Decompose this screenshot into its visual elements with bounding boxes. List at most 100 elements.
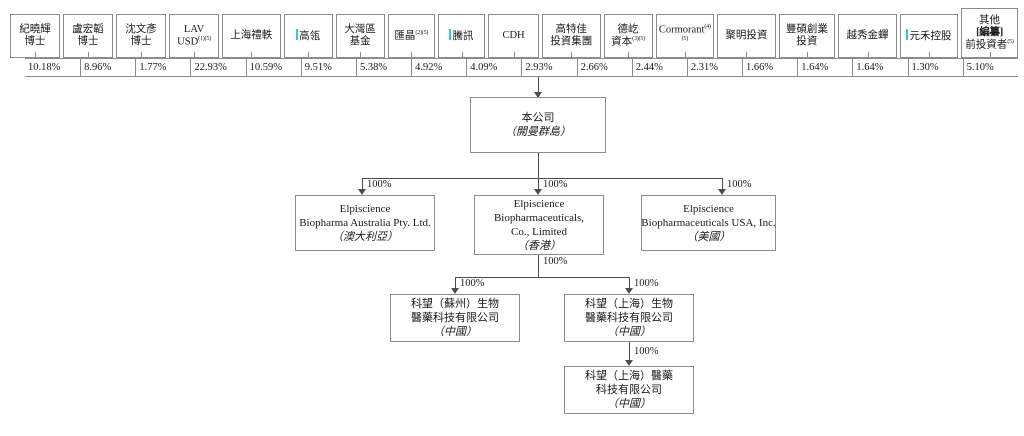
text-cursor-marker-icon [296,29,299,41]
ownership-label-tier2-2: 100% [727,179,752,190]
shareholder-label-0: 紀曉輝博士 [19,24,51,47]
entity-suzhou-bio: 科望（蘇州）生物 醫藥科技有限公司 （中國） [390,294,520,342]
arrow-tier2-mid [534,189,542,195]
shareholder-label-17: 其他[編纂]前投資者(5) [965,15,1014,51]
footnote-ref-17: (5) [1007,38,1014,45]
hongkong-jurisdiction: （香港） [517,240,561,253]
shareholder-percent-4: 10.59% [245,59,301,76]
arrow-to-company [534,92,542,98]
ownership-label-tier2-0: 100% [367,179,392,190]
shareholder-box-6: 大灣區基金 [335,14,385,58]
shareholder-label-12: Cormorant(4)(5) [658,23,711,42]
shareholder-stub-2 [141,52,143,58]
shareholder-box-5: 高瓴 [283,14,333,58]
company-name: 本公司 [521,111,555,124]
shanghai-bio-line-0: 科望（上海）生物 [585,297,673,310]
shareholder-label-5: 高瓴 [296,29,320,43]
shareholder-stub-16 [929,52,931,58]
shareholder-percent-15: 1.64% [852,59,907,76]
shareholder-box-4: 上海禮軼 [222,14,281,58]
shareholder-stub-8 [461,52,463,58]
shareholder-label-6: 大灣區基金 [344,24,376,47]
text-cursor-marker-icon [906,29,909,41]
shareholder-percent-9: 2.93% [521,59,576,76]
connector-hk-down [538,255,539,277]
australia-line-1: Biopharma Australia Pty. Ltd. [299,216,431,229]
shareholder-stub-15 [867,52,869,58]
usa-line-1: Biopharmaceuticals USA, Inc. [641,216,776,229]
shareholder-stub-13 [746,52,748,58]
shareholder-label-13: 聚明投資 [725,30,768,42]
shareholder-box-17: 其他[編纂]前投資者(5) [961,8,1018,58]
shareholder-stub-6 [360,52,362,58]
shareholder-percent-10: 2.66% [576,59,632,76]
hongkong-line-1: Biopharmaceuticals, [493,211,585,224]
ownership-label-tier2-1: 100% [543,179,568,190]
shareholder-percent-8: 4.09% [466,59,521,76]
shanghai-bio-line-1: 醫藥科技有限公司 [585,311,673,324]
shareholder-label-10: 高特佳投資集團 [550,24,593,47]
usa-jurisdiction: （美國） [686,231,731,244]
shareholder-box-16: 元禾控股 [899,14,959,58]
shareholder-box-13: 聚明投資 [717,14,776,58]
suzhou-jurisdiction: （中國） [433,326,477,339]
entity-hongkong: Elpiscience Biopharmaceuticals, Co., Lim… [474,195,604,255]
shareholder-label-11: 德屹資本(3)(5) [611,24,645,48]
shareholder-stub-10 [571,52,573,58]
shareholder-box-8: 騰訊 [437,14,486,58]
connector-tier2-bus [362,178,722,179]
shareholder-percent-7: 4.92% [411,59,466,76]
shareholder-stub-4 [251,52,253,58]
shareholder-box-1: 盧宏韜博士 [63,14,114,58]
shanghai-pharma-line-0: 科望（上海）醫藥 [585,369,673,382]
ownership-label-tier3-1: 100% [634,278,659,289]
entity-shanghai-bio: 科望（上海）生物 醫藥科技有限公司 （中國） [564,294,694,342]
shareholder-stub-0 [35,52,36,58]
connector-bar-to-company [538,77,539,97]
company-jurisdiction: （開曼群島） [505,126,571,138]
shareholder-label-14: 豐碩創業投資 [785,24,828,47]
ownership-label-tier4-0: 100% [634,346,659,357]
shareholder-percent-5: 9.51% [300,59,356,76]
australia-line-0: Elpiscience [339,202,391,215]
shareholder-label-8: 騰訊 [449,29,473,43]
shareholder-box-11: 德屹資本(3)(5) [603,14,653,58]
entity-company: 本公司 （開曼群島） [470,97,606,153]
footnote-ref-12: (4)(5) [681,23,711,42]
shareholder-stub-14 [807,52,809,58]
shareholder-stub-9 [513,52,515,58]
suzhou-line-1: 醫藥科技有限公司 [411,311,499,324]
shanghai-pharma-jurisdiction: （中國） [607,398,651,411]
shareholder-percent-0: 10.18% [28,62,61,73]
shareholder-percent-16: 1.30% [907,59,963,76]
entity-usa: Elpiscience Biopharmaceuticals USA, Inc.… [641,195,776,251]
connector-tier2-left-drop [362,178,363,192]
shareholder-percent-1: 8.96% [80,59,135,76]
shareholder-stub-11 [628,52,630,58]
usa-line-0: Elpiscience [683,202,734,215]
shareholder-percent-3: 22.93% [190,59,245,76]
connector-tier2-right-drop [722,178,723,192]
shareholder-percent-13: 1.66% [742,59,797,76]
shareholder-stub-7 [411,52,413,58]
suzhou-line-0: 科望（蘇州）生物 [411,297,499,310]
connector-tier2-mid-drop [538,178,539,192]
hongkong-line-2: Co., Limited [511,226,567,238]
footnote-ref-11: (3)(5) [632,35,645,42]
connector-company-down [538,153,539,178]
shareholder-label-4: 上海禮軼 [230,30,273,42]
shareholder-stub-12 [684,52,686,58]
shanghai-bio-jurisdiction: （中國） [607,326,651,339]
arrow-tier3-left [451,288,459,294]
shareholder-stub-5 [308,52,310,58]
shareholder-percent-6: 5.38% [355,59,411,76]
shareholder-percent-14: 1.64% [797,59,852,76]
percentage-bracket-bar: 10.18%8.96%1.77%22.93%10.59%9.51%5.38%4.… [25,58,1018,77]
australia-jurisdiction: （澳大利亞） [332,231,398,244]
shareholder-label-15: 越秀金蟬 [846,30,889,42]
shareholder-label-2: 沈文彥博士 [125,24,157,47]
shareholder-box-10: 高特佳投資集團 [542,14,601,58]
